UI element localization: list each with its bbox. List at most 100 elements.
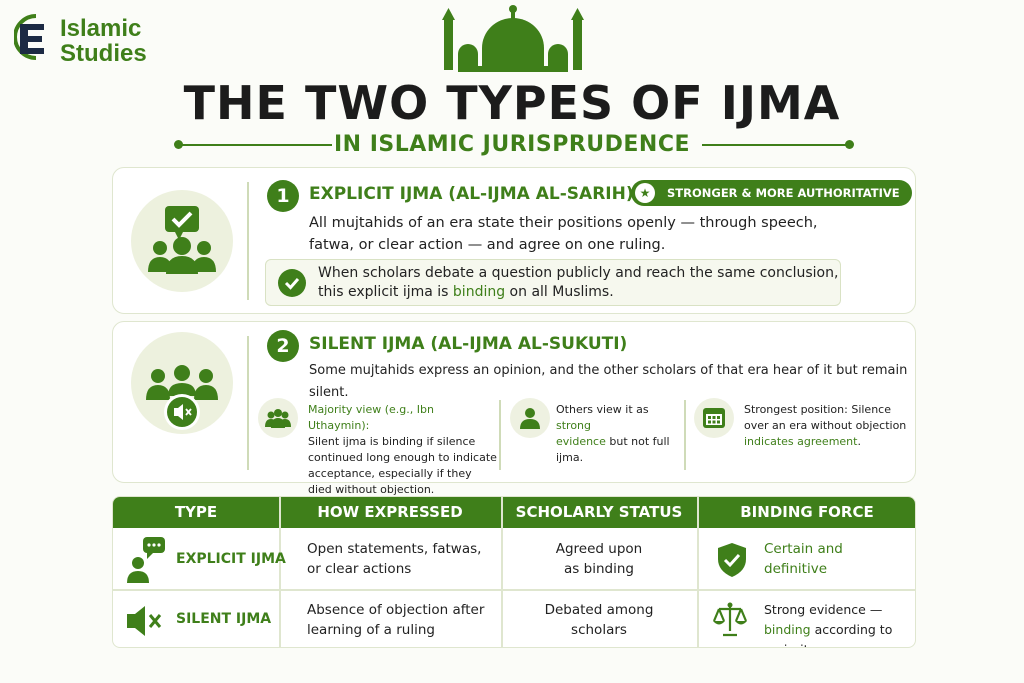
strongest-position-text: Strongest position: Silence over an era … — [744, 402, 914, 450]
majority-line-4: died without objection. — [308, 483, 435, 496]
silent-ijma-card: 2 SILENT IJMA (AL-IJMA AL-SUKUTI) Some m… — [112, 321, 916, 483]
explicit-status-line-2: as binding — [564, 561, 634, 577]
group-icon — [148, 237, 216, 274]
explicit-desc-line-2: fatwa, or clear action — and agree on on… — [309, 237, 666, 253]
silent-status-line-1: Debated among — [544, 602, 654, 618]
page-subtitle: IN ISLAMIC JURISPRUDENCE — [333, 132, 691, 157]
brand-e-icon — [14, 14, 44, 60]
brand-line-1: Islamic — [60, 15, 142, 42]
col-divider-1 — [279, 497, 281, 647]
binding-highlight: binding — [452, 284, 506, 300]
divider-dot-left — [174, 140, 183, 149]
strongest-post: . — [857, 435, 861, 448]
silent-description: Some mujtahids express an opinion, and t… — [309, 363, 908, 400]
evidence-line-2: evidence but not full — [556, 434, 686, 450]
explicit-callout: When scholars debate a question publicly… — [265, 259, 841, 306]
divider-line-left — [180, 144, 332, 146]
row-silent-expressed: Absence of objection after learning of a… — [279, 600, 501, 640]
explicit-expressed-line-2: or clear actions — [307, 561, 412, 577]
header-scholarly-status: SCHOLARLY STATUS — [515, 503, 683, 521]
silent-expressed-line-1: Absence of objection after — [307, 602, 485, 618]
silent-force-line-1: Strong evidence — — [764, 602, 883, 617]
divider-line-right — [702, 144, 848, 146]
evidence-line-3: ijma. — [556, 451, 584, 464]
shield-check-icon — [718, 543, 746, 577]
strongest-line-2: over an era without objection — [744, 419, 907, 432]
comparison-table: TYPE HOW EXPRESSED SCHOLARLY STATUS BIND… — [112, 496, 916, 648]
silent-group-icon — [146, 365, 218, 430]
strongest-line-1: Strongest position: Silence — [744, 403, 891, 416]
silent-icon-circle — [131, 332, 233, 434]
row-type-silent: SILENT IJMA — [176, 611, 272, 627]
row-divider — [113, 589, 915, 591]
brand-logo: Islamic Studies — [14, 12, 174, 68]
header-type: TYPE — [174, 503, 218, 521]
explicit-expressed-line-1: Open statements, fatwas, — [307, 541, 482, 557]
evidence-pre: Others view it as — [556, 403, 649, 416]
explicit-force-line-1: Certain and — [764, 541, 843, 557]
strong-highlight: strong — [556, 419, 592, 432]
silent-force-post: according to majority — [764, 622, 893, 647]
scales-icon — [712, 602, 748, 637]
badge-label: STRONGER & MORE AUTHORITATIVE — [667, 186, 900, 200]
strong-evidence-text: Others view it as strong evidence but no… — [556, 402, 686, 466]
evidence-line-1: Others view it as strong — [556, 402, 686, 434]
majority-line-3: acceptance, especially if they — [308, 467, 472, 480]
header-binding-force: BINDING FORCE — [740, 503, 874, 521]
row-explicit-expressed: Open statements, fatwas, or clear action… — [279, 539, 501, 579]
brand-name: Islamic Studies — [60, 16, 147, 66]
row-silent-status: Debated among scholars — [501, 600, 697, 640]
silent-ijma-title: SILENT IJMA (AL-IJMA AL-SUKUTI) — [309, 334, 628, 354]
mosque-icon — [442, 5, 584, 72]
silent-status-line-2: scholars — [571, 622, 627, 638]
explicit-status-line-1: Agreed upon — [555, 541, 643, 557]
callout-line-2: this explicit ijma is binding on all Mus… — [318, 283, 838, 302]
table-header: TYPE HOW EXPRESSED SCHOLARLY STATUS BIND… — [113, 497, 915, 528]
majority-line-1: Silent ijma is binding if silence — [308, 435, 476, 448]
section-number-1: 1 — [267, 180, 299, 212]
speaking-person-icon — [127, 537, 165, 583]
explicit-ijma-title: EXPLICIT IJMA (AL-IJMA AL-SARIH) — [309, 184, 634, 204]
silent-binding-highlight: binding — [764, 622, 811, 637]
silent-force-line-2: binding according to majority — [764, 620, 915, 647]
page-title: THE TWO TYPES OF IJMA — [183, 76, 841, 130]
majority-heading: Majority view (e.g., Ibn Uthaymin): — [308, 403, 434, 432]
evidence-highlight: evidence — [556, 435, 606, 448]
sub-divider-2 — [684, 400, 686, 470]
silent-divider — [247, 336, 249, 470]
explicit-divider — [247, 182, 249, 300]
row-explicit-status: Agreed upon as binding — [501, 539, 697, 579]
silent-expressed-line-2: learning of a ruling — [307, 622, 435, 638]
explicit-ijma-card: 1 EXPLICIT IJMA (AL-IJMA AL-SARIH) ★ STR… — [112, 167, 916, 314]
mute-speaker-icon — [127, 606, 162, 636]
col-divider-2 — [501, 497, 503, 647]
stronger-badge: ★ STRONGER & MORE AUTHORITATIVE — [631, 180, 912, 206]
section-number-2: 2 — [267, 330, 299, 362]
callout-post: on all Muslims. — [505, 284, 614, 300]
callout-pre: this explicit ijma is — [318, 284, 453, 300]
calendar-icon — [694, 398, 734, 438]
col-divider-3 — [697, 497, 699, 647]
explicit-desc-line-1: All mujtahids of an era state their posi… — [309, 215, 818, 231]
brand-line-2: Studies — [60, 40, 147, 67]
header-how-expressed: HOW EXPRESSED — [317, 503, 463, 521]
subtitle-row: IN ISLAMIC JURISPRUDENCE — [0, 130, 1024, 160]
callout-line-1: When scholars debate a question publicly… — [318, 265, 839, 281]
star-icon: ★ — [635, 183, 655, 203]
evidence-post: but not full — [605, 435, 670, 448]
row-silent-force: Strong evidence — binding according to m… — [764, 600, 915, 647]
majority-line-2: continued long enough to indicate — [308, 451, 497, 464]
callout-text: When scholars debate a question publicly… — [318, 264, 838, 302]
strongest-line-3: indicates agreement. — [744, 434, 914, 450]
divider-dot-right — [845, 140, 854, 149]
row-type-explicit: EXPLICIT IJMA — [176, 551, 286, 567]
chat-check-icon — [148, 206, 216, 274]
majority-view-text: Majority view (e.g., Ibn Uthaymin): Sile… — [308, 402, 498, 498]
explicit-description: All mujtahids of an era state their posi… — [309, 212, 818, 256]
person-icon — [510, 398, 550, 438]
row-explicit-force: Certain and definitive — [764, 539, 843, 579]
check-icon — [278, 269, 306, 297]
explicit-icon-circle — [131, 190, 233, 292]
explicit-force-line-2: definitive — [764, 561, 828, 577]
sub-divider-1 — [499, 400, 501, 470]
